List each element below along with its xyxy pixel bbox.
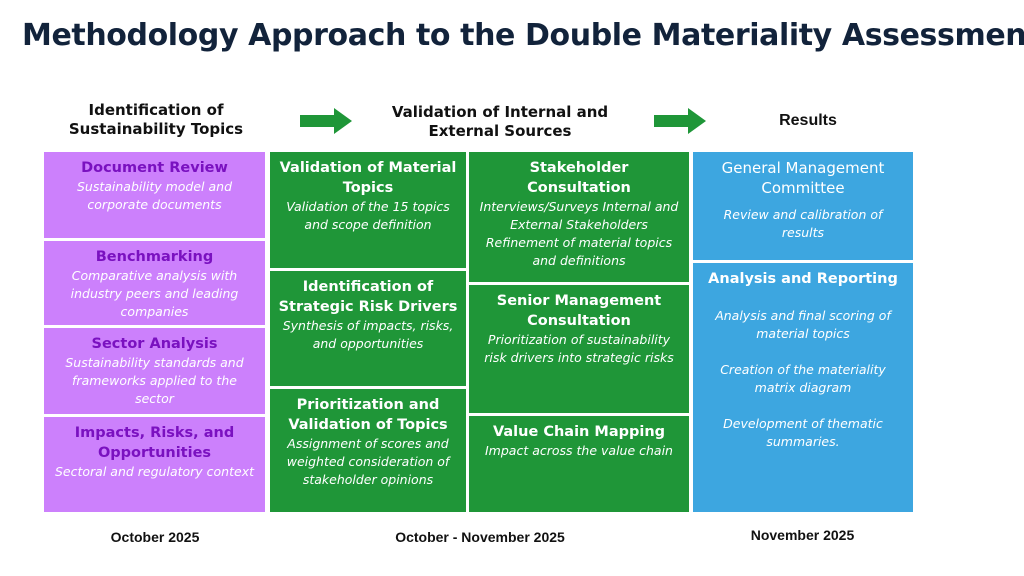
card-description: Review and calibration of results — [723, 207, 883, 240]
card-description: Prioritization of sustainability risk dr… — [484, 332, 674, 365]
card-heading: Impacts, Risks, and Opportunities — [74, 425, 235, 461]
card-heading: Benchmarking — [95, 249, 214, 265]
card-senior-management-consultation: Senior Management Consultation Prioritiz… — [469, 285, 689, 413]
date-validation: October - November 2025 — [395, 529, 565, 545]
card-document-review: Document Review Sustainability model and… — [44, 152, 265, 238]
date-identification: October 2025 — [110, 529, 200, 545]
card-heading: Identification of Strategic Risk Drivers — [278, 279, 458, 315]
card-prioritization-validation: Prioritization and Validation of Topics … — [270, 389, 466, 512]
card-heading: Senior Management Consultation — [496, 293, 662, 329]
card-benchmarking: Benchmarking Comparative analysis with i… — [44, 241, 265, 325]
card-heading: Stakeholder Consultation — [527, 160, 631, 196]
date-results: November 2025 — [750, 527, 855, 543]
card-description: Synthesis of impacts, risks, and opportu… — [282, 318, 454, 351]
card-analysis-reporting: Analysis and Reporting Analysis and fina… — [693, 263, 913, 512]
card-heading: Value Chain Mapping — [492, 424, 666, 440]
card-description: Sectoral and regulatory context — [55, 464, 254, 479]
card-description: Analysis and final scoring of material t… — [715, 308, 891, 341]
card-description: Development of thematic summaries. — [723, 416, 883, 449]
card-validation-material-topics: Validation of Material Topics Validation… — [270, 152, 466, 268]
card-description: Impact across the value chain — [485, 443, 673, 458]
column-heading-results: Results — [779, 112, 837, 129]
card-strategic-risk-drivers: Identification of Strategic Risk Drivers… — [270, 271, 466, 386]
card-general-management-committee: General Management Committee Review and … — [693, 152, 913, 260]
card-heading: Validation of Material Topics — [279, 160, 457, 196]
card-sector-analysis: Sector Analysis Sustainability standards… — [44, 328, 265, 414]
card-heading: Sector Analysis — [91, 336, 218, 352]
arrow-right-icon — [654, 108, 706, 134]
card-description: Creation of the materiality matrix diagr… — [720, 362, 886, 395]
card-value-chain-mapping: Value Chain Mapping Impact across the va… — [469, 416, 689, 512]
card-description: Sustainability model and corporate docum… — [76, 179, 233, 212]
card-description: Validation of the 15 topics and scope de… — [286, 199, 450, 232]
card-description: Assignment of scores and weighted consid… — [286, 436, 450, 487]
column-heading-identification: Identification of Sustainability Topics — [68, 101, 244, 138]
card-impacts-risks-opportunities: Impacts, Risks, and Opportunities Sector… — [44, 417, 265, 512]
card-heading: Analysis and Reporting — [708, 271, 898, 287]
card-heading: Document Review — [81, 160, 228, 176]
card-description: Comparative analysis with industry peers… — [70, 268, 239, 319]
card-description: Sustainability standards and frameworks … — [65, 355, 244, 406]
card-description: Interviews/Surveys Internal and External… — [479, 199, 679, 268]
arrow-right-icon — [300, 108, 352, 134]
card-heading: General Management Committee — [721, 159, 885, 197]
card-stakeholder-consultation: Stakeholder Consultation Interviews/Surv… — [469, 152, 689, 282]
card-heading: Prioritization and Validation of Topics — [288, 397, 448, 433]
column-heading-validation: Validation of Internal and External Sour… — [391, 103, 609, 140]
page-title: Methodology Approach to the Double Mater… — [22, 18, 1024, 53]
